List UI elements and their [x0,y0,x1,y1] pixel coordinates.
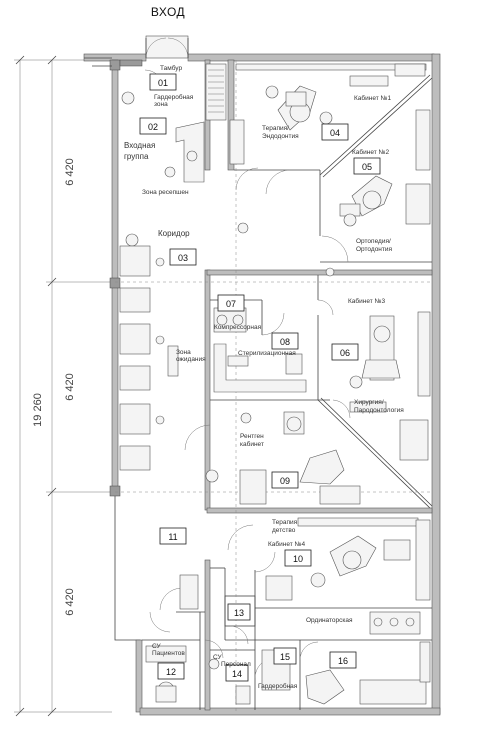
room-15-label: Гардеробная [258,682,298,690]
room-16-number: 16 [338,656,348,666]
room-08-label: Стерилизационная [238,350,296,357]
room-02-number: 02 [148,122,158,132]
room-07-number: 07 [226,299,236,309]
room-12-number: 12 [166,667,176,677]
room-05-number: 05 [362,162,372,172]
entrance-label: ВХОД [151,5,185,19]
room-labels: Тамбур Гардеробная зона Входная группа З… [124,64,404,690]
room-06-label2-line2: Пародонтология [354,407,404,414]
room-14-box [225,664,249,682]
wardrobe-zone-label-line1: Гардеробная [154,93,194,101]
room-07-label: Компрессорная [214,324,262,331]
outer-walls [83,53,441,716]
reception-zone-label: Зона ресепшен [142,189,189,196]
room-04-label-line1: Терапия/ [262,125,289,132]
room-06-label: Кабинет №3 [348,297,385,305]
room-12-box [157,662,185,680]
room-10-label2-line2: детство [272,527,296,534]
doors [144,35,351,679]
room-04-number: 04 [330,128,340,138]
waiting-zone-label-line2: ожидания [176,356,206,363]
middle-segment-dimension-label: 6 420 [64,373,76,401]
room-15-number: 15 [280,652,290,662]
room-09-label-line1: Рентген [240,433,264,440]
room-10-box [284,549,312,567]
room-11-number: 11 [168,532,177,542]
room-03-number: 03 [178,253,188,263]
room-11-box [159,527,187,545]
room-numbers: 01 02 03 04 05 06 07 08 09 10 11 12 13 1… [148,78,372,679]
room-01-box [149,73,177,91]
room-14-label-line2: Персонал [221,661,251,668]
room-10-label2-line1: Терапия [272,519,298,526]
top-segment-dimension-label: 6 420 [64,158,76,186]
room-04-label-line2: Эндодонтия [262,133,299,140]
room-16-box [329,651,357,669]
room-number-boxes [139,73,381,682]
room-16-label: Ординаторская [306,617,353,624]
room-14-number: 14 [232,669,242,679]
room-03-label: Коридор [158,229,190,238]
room-09-label-line2: кабинет [240,440,264,448]
room-13-box [227,603,251,621]
bottom-segment-dimension-label: 6 420 [64,588,76,616]
room-08-number: 08 [280,337,290,347]
room-09-number: 09 [280,476,290,486]
room-01-number: 01 [158,78,168,88]
total-dimension-label: 19 260 [32,393,44,427]
room-08-box [271,332,299,350]
dimension-lines [14,55,112,717]
room-04-box [321,123,349,141]
room-09-box [271,471,299,489]
room-12-label-line2: Пациентов [152,650,185,657]
cabinet-1-label: Кабинет №1 [354,94,391,102]
room-05-label2-line1: Ортопедия/ [356,238,391,245]
room-02-label-line1: Входная [124,141,155,150]
room-01-label: Тамбур [160,64,182,72]
room-03-box [169,248,197,266]
room-15-box [273,647,297,665]
waiting-zone-label-line1: Зона [176,349,191,356]
room-07-box [217,294,245,312]
room-13-number: 13 [234,608,244,618]
room-10-number: 10 [293,554,303,564]
room-02-label-line2: группа [124,152,149,161]
room-02-box [139,117,167,135]
room-06-number: 06 [340,348,350,358]
room-06-label2-line1: Хирургия/ [354,399,384,406]
wardrobe-zone-label-line2: зона [154,101,168,108]
furniture [84,57,431,705]
room-06-box [331,343,359,361]
room-12-label-line1: СУ [152,643,161,650]
room-10-label: Кабинет №4 [268,540,305,548]
room-05-label: Кабинет №2 [352,148,389,156]
room-05-box [353,157,381,175]
room-14-label-line1: СУ [213,654,222,661]
room-05-label2-line2: Ортодонтия [356,246,393,253]
